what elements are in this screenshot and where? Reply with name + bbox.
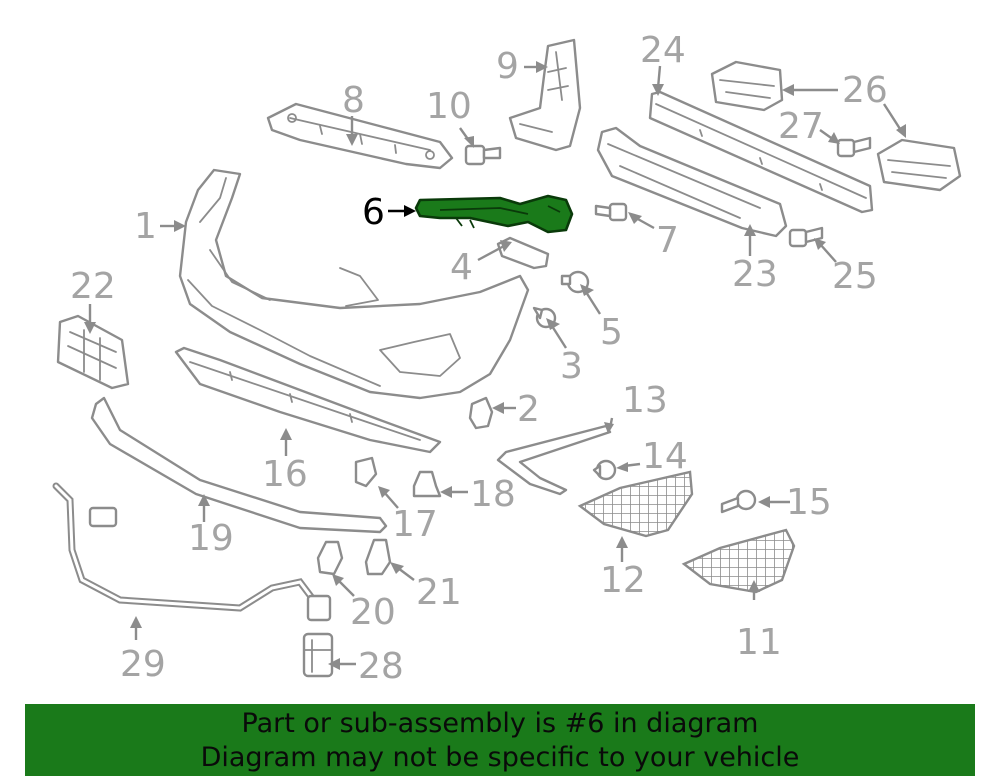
parts-diagram: 1 2 3 4 5 6 7 8 9 10 11 12 13 14 15 16 1… (52, 30, 962, 687)
callout-2: 2 (517, 389, 540, 430)
part-18-clip (412, 470, 442, 498)
callout-9: 9 (496, 46, 519, 87)
part-8-upper-bracket (266, 102, 454, 170)
callout-labels: 1 2 3 4 5 6 7 8 9 10 11 12 13 14 15 16 1… (70, 30, 888, 687)
part-9-side-bracket (508, 38, 582, 152)
callout-13: 13 (622, 380, 668, 421)
part-29-wire-harness (52, 482, 332, 622)
part-17-clip (354, 456, 378, 488)
callout-6: 6 (362, 192, 385, 233)
part-6-highlighted (414, 194, 574, 234)
callout-24: 24 (640, 30, 686, 71)
part-14-screw (592, 459, 617, 481)
callout-28: 28 (358, 646, 404, 687)
leader-lines (84, 61, 906, 670)
part-2-clip (468, 396, 494, 430)
callout-22: 22 (70, 266, 116, 307)
part-23-absorber (596, 126, 788, 238)
part-7-bolt (594, 202, 628, 222)
callout-23: 23 (732, 254, 778, 295)
callout-18: 18 (470, 474, 516, 515)
callout-26: 26 (842, 70, 888, 111)
callout-14: 14 (642, 436, 688, 477)
banner-line-2: Diagram may not be specific to your vehi… (200, 742, 800, 773)
part-21-clip (364, 538, 392, 576)
callout-15: 15 (786, 482, 832, 523)
part-20-clip (316, 540, 344, 576)
part-12-grille (577, 470, 694, 538)
callout-19: 19 (188, 518, 234, 559)
callout-7: 7 (656, 220, 679, 261)
callout-20: 20 (350, 592, 396, 633)
part-1-bumper-cover (178, 168, 530, 400)
part-10-bolt (464, 144, 502, 166)
part-4-bracket (496, 236, 550, 270)
callout-1: 1 (134, 206, 157, 247)
callout-29: 29 (120, 644, 166, 685)
callout-10: 10 (426, 86, 472, 127)
callout-16: 16 (262, 454, 308, 495)
notice-banner: Part or sub-assembly is #6 in diagram Di… (25, 704, 975, 776)
part-22-license-bracket (56, 314, 130, 390)
part-13-trim-molding (496, 424, 612, 496)
callout-5: 5 (600, 312, 623, 353)
callout-25: 25 (832, 256, 878, 297)
part-27-bolt (836, 136, 872, 158)
callout-12: 12 (600, 560, 646, 601)
callout-8: 8 (342, 80, 365, 121)
part-16-deflector (174, 346, 442, 454)
callout-27: 27 (778, 106, 824, 147)
part-19-trim-strip (90, 396, 388, 534)
callout-4: 4 (450, 247, 473, 288)
callout-11: 11 (736, 622, 782, 663)
callout-17: 17 (392, 504, 438, 545)
part-15-screw (720, 489, 757, 514)
part-28-connector (302, 632, 334, 678)
part-11-grille (681, 528, 796, 594)
part-25-bolt (788, 226, 824, 248)
callout-3: 3 (560, 346, 583, 387)
callout-21: 21 (416, 572, 462, 613)
banner-line-1: Part or sub-assembly is #6 in diagram (241, 708, 759, 739)
part-26-sensor-bracket (710, 60, 962, 192)
